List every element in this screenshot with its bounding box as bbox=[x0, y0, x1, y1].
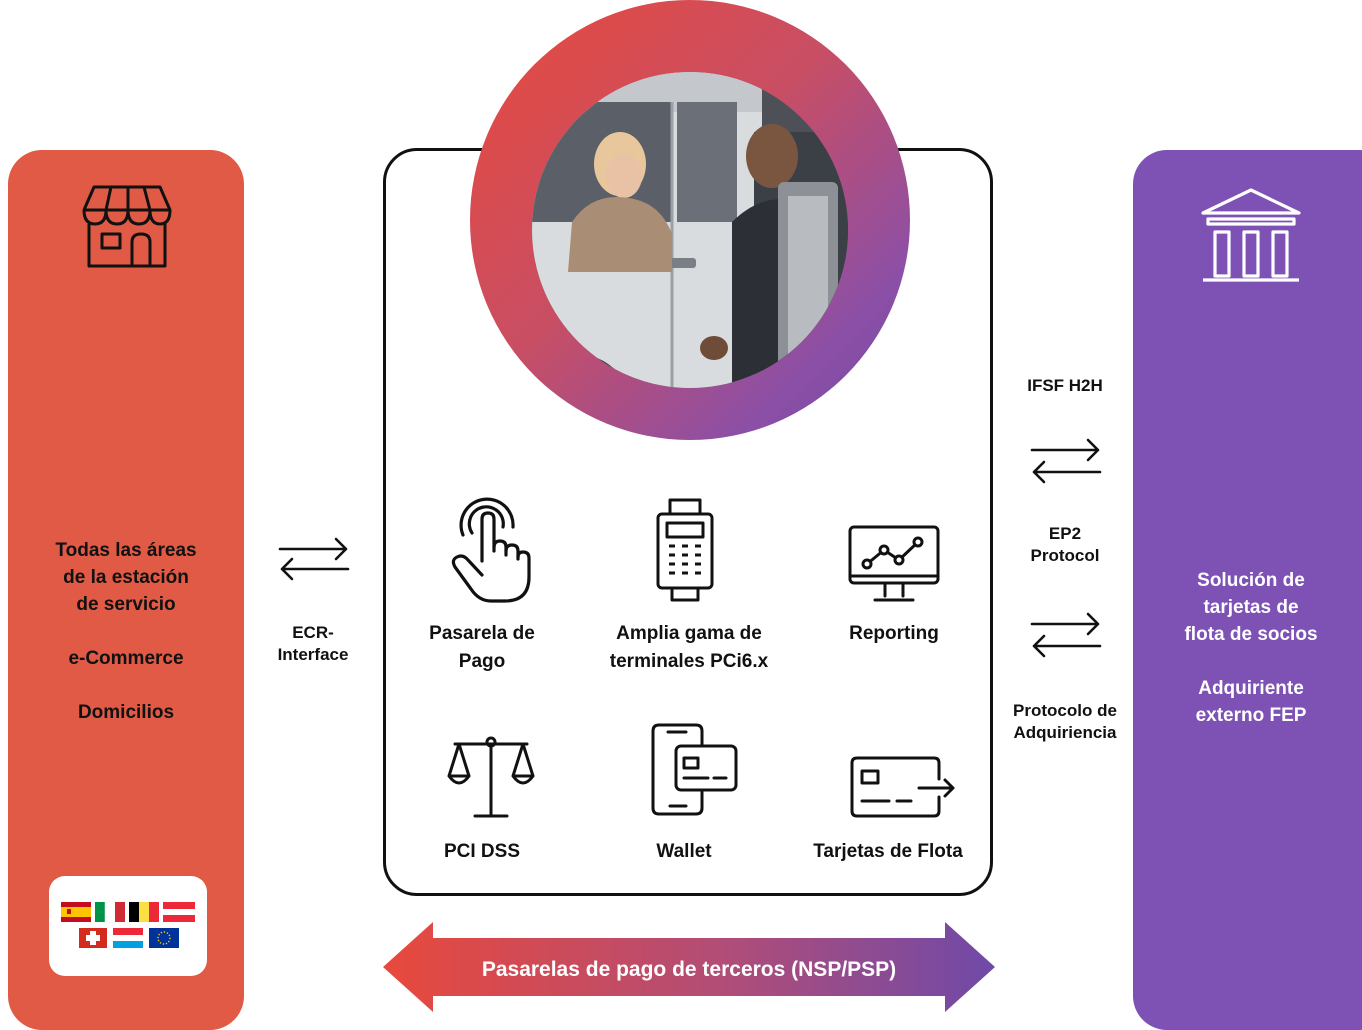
ep2-line-1: EP2 bbox=[1048, 524, 1082, 543]
acquiring-exchange-arrows-icon bbox=[1030, 612, 1102, 658]
ecommerce-label: e-Commerce bbox=[68, 648, 184, 669]
fleet-card-icon bbox=[850, 756, 955, 818]
ep2-line-2: Protocol bbox=[1030, 546, 1100, 565]
acquirer-panel bbox=[1133, 150, 1362, 1030]
pasarela-line-1: Pasarela de bbox=[429, 623, 535, 644]
ecr-line-1: ECR- bbox=[292, 623, 334, 642]
acq-line-1: Protocolo de bbox=[1013, 701, 1117, 720]
bank-icon bbox=[1201, 188, 1301, 282]
fuel-station-photo bbox=[532, 72, 848, 388]
partner-line-3: flota de socios bbox=[1184, 624, 1318, 645]
acq-line-2: Adquiriencia bbox=[1013, 723, 1117, 742]
ecr-line-2: Interface bbox=[277, 645, 349, 664]
store-icon bbox=[82, 185, 172, 268]
payment-terminal-icon bbox=[656, 498, 714, 602]
ifsf-exchange-arrows-icon bbox=[1030, 438, 1102, 484]
ecr-exchange-arrows-icon bbox=[278, 537, 350, 581]
ifsf-h2h-label: IFSF H2H bbox=[1027, 376, 1103, 395]
acquirer-text: Solución de tarjetas de flota de socios … bbox=[1133, 567, 1362, 729]
merchant-areas-text: Todas las áreas de la estación de servic… bbox=[8, 537, 244, 726]
touch-hand-icon bbox=[451, 497, 531, 603]
terminales-line-1: Amplia gama de bbox=[616, 623, 762, 644]
fleet-cards-label: Tarjetas de Flota bbox=[813, 841, 963, 862]
wallet-label: Wallet bbox=[656, 841, 712, 862]
third-party-gateways-label: Pasarelas de pago de terceros (NSP/PSP) bbox=[481, 958, 897, 981]
terminales-line-2: terminales PCi6.x bbox=[609, 651, 769, 672]
ecr-interface-label: ECR- Interface bbox=[258, 622, 368, 666]
country-flags-icon bbox=[61, 902, 195, 948]
areas-line-1: Todas las áreas bbox=[55, 540, 197, 561]
terminales-label: Amplia gama de terminales PCi6.x bbox=[584, 620, 794, 676]
reporting-label: Reporting bbox=[849, 623, 939, 644]
fep-line-2: externo FEP bbox=[1195, 705, 1307, 726]
wallet-phone-icon bbox=[651, 723, 738, 816]
partner-line-2: tarjetas de bbox=[1203, 597, 1299, 618]
pasarela-line-2: Pago bbox=[458, 651, 506, 672]
partner-line-1: Solución de bbox=[1197, 570, 1305, 591]
flags-card bbox=[49, 876, 207, 976]
scale-icon bbox=[447, 736, 535, 818]
areas-line-3: de servicio bbox=[76, 594, 176, 615]
pci-dss-label: PCI DSS bbox=[443, 841, 521, 862]
ep2-protocol-label: EP2 Protocol bbox=[1005, 523, 1125, 567]
pasarela-label: Pasarela de Pago bbox=[402, 620, 562, 676]
domicilios-label: Domicilios bbox=[77, 702, 175, 723]
acquiring-protocol-label: Protocolo de Adquiriencia bbox=[994, 700, 1136, 744]
areas-line-2: de la estación bbox=[63, 567, 189, 588]
fep-line-1: Adquiriente bbox=[1198, 678, 1304, 699]
reporting-monitor-icon bbox=[848, 525, 940, 602]
third-party-gateways-arrow bbox=[383, 922, 995, 1012]
